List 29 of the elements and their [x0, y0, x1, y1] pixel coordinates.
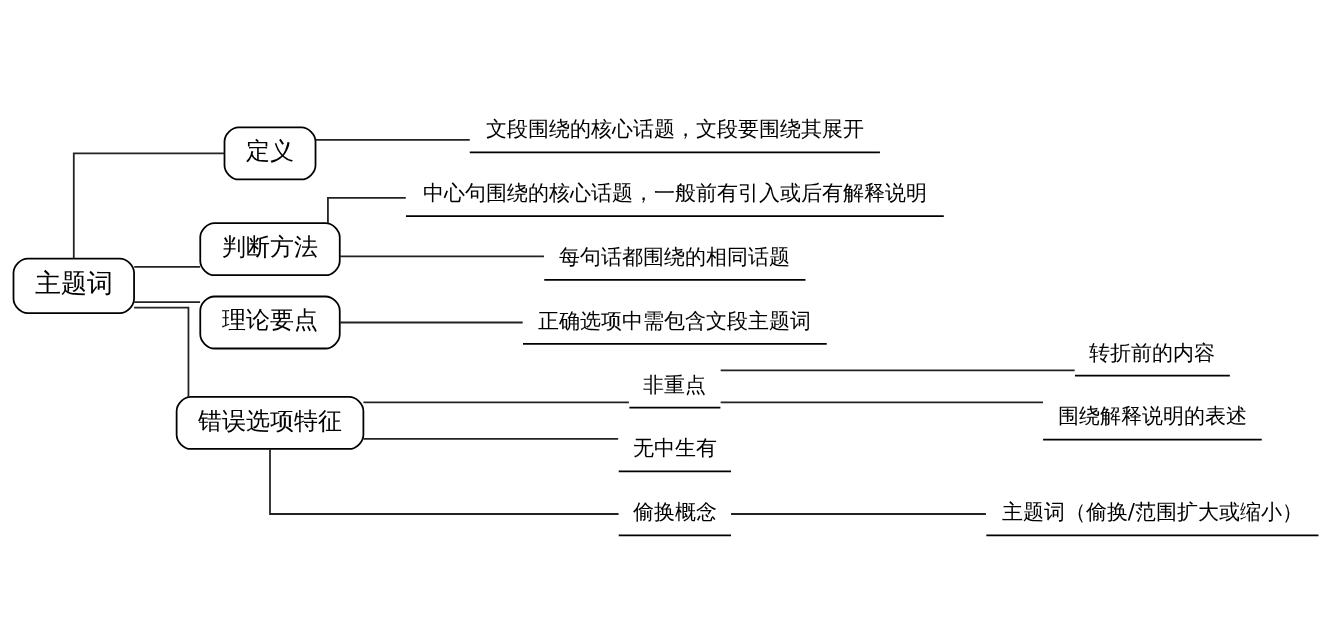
connector	[314, 138, 471, 141]
node-box: 定义	[223, 126, 317, 180]
connector	[269, 447, 620, 515]
connector	[719, 400, 1044, 403]
connector	[719, 369, 1076, 371]
connector	[339, 254, 545, 257]
node-text: 偷换概念	[632, 498, 717, 524]
node-text: 非重点	[643, 371, 707, 397]
node-text: 转折前的内容	[1089, 339, 1216, 365]
node-text: 主题词（偷换/范围扩大或缩小）	[1001, 498, 1304, 524]
connector	[133, 265, 201, 268]
connector	[362, 437, 620, 440]
node-text: 每句话都围绕的相同话题	[559, 243, 791, 269]
node-text: 中心句围绕的核心话题，一般前有引入或后有解释说明	[422, 179, 927, 205]
node-box: 错误选项特征	[175, 395, 365, 450]
connector	[730, 512, 987, 515]
node-text: 无中生有	[632, 434, 717, 460]
node-text: 围绕解释说明的表述	[1057, 402, 1247, 428]
node-text: 正确选项中需包含文段主题词	[538, 307, 812, 333]
node-text: 文段围绕的核心话题，文段要围绕其展开	[485, 115, 864, 141]
connector	[133, 300, 201, 303]
node-box: 理论要点	[199, 295, 341, 349]
connector	[339, 321, 524, 323]
node-box: 判断方法	[199, 221, 341, 276]
connector	[72, 152, 226, 259]
connector	[362, 400, 630, 403]
node-box: 主题词	[12, 257, 135, 314]
connector	[133, 306, 190, 398]
connector	[327, 196, 407, 224]
